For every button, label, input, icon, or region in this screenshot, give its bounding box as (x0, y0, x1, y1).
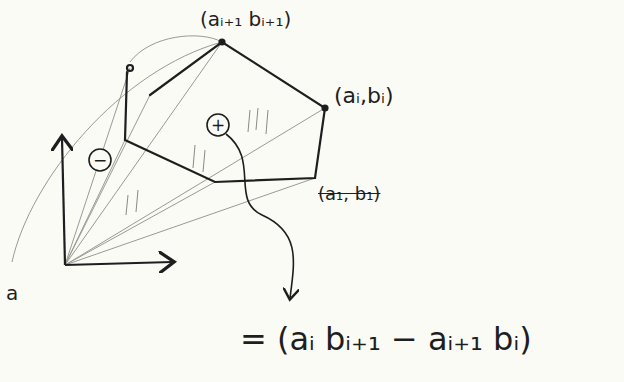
crossed-point-label: (a₁, b₁) (318, 184, 380, 204)
sign-symbol: − (93, 151, 107, 170)
leader-arrow (226, 134, 293, 298)
fan-lines (12, 36, 325, 265)
axes (62, 138, 172, 265)
area-formula: = (aᵢ bᵢ₊₁ − aᵢ₊₁ bᵢ) (240, 322, 532, 357)
polygon (125, 40, 328, 183)
point-label: (aᵢ₊₁ bᵢ₊₁) (200, 8, 291, 30)
letter-label: a (6, 282, 18, 304)
sign-circles (89, 114, 229, 171)
sign-symbol: + (211, 116, 225, 135)
point-label: (aᵢ,bᵢ) (334, 84, 393, 108)
